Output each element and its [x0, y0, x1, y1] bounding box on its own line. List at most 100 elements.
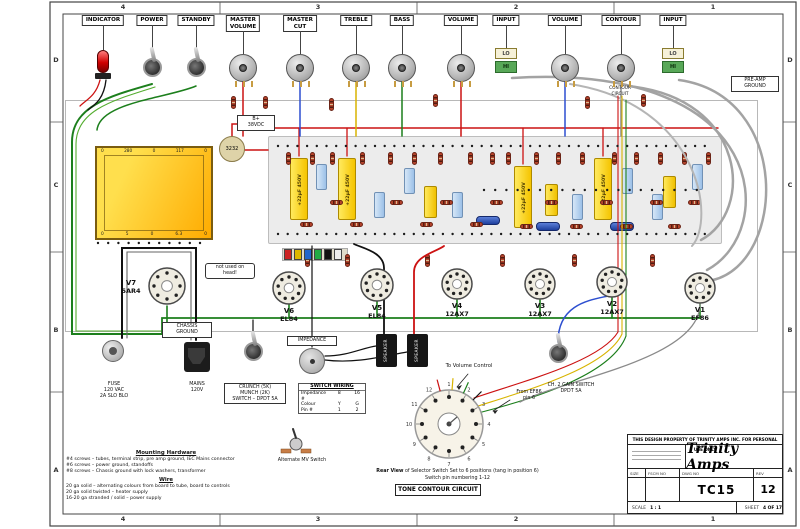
rev-label: REV: [756, 471, 764, 476]
pilot-base: [95, 73, 111, 79]
panel-label-input-2: INPUT: [659, 15, 687, 26]
iec-mains-inlet: [184, 342, 210, 372]
construction-notes: Mounting Hardware #4 screws – tubes, ter…: [66, 450, 266, 502]
knob-bass: [388, 54, 416, 87]
knob-master-cut: [286, 54, 314, 87]
switch-wiring-title: SWITCH WIRING: [299, 384, 365, 391]
solder-lug: [573, 81, 575, 87]
solder-lug: [292, 81, 294, 87]
speaker-jack-label: SPEAKER: [384, 339, 389, 362]
solder-lug: [410, 81, 412, 87]
solder-lug: [394, 81, 396, 87]
label-lead-line: [673, 25, 674, 48]
label-lead-line: [300, 31, 301, 54]
panel-label-power: POWER: [136, 15, 168, 26]
bplus-label: B+ 38VDC: [237, 115, 275, 131]
grid-col-label: 1: [710, 3, 716, 11]
solder-lug: [348, 81, 350, 87]
model-number: TC15: [680, 478, 754, 501]
solder-lug: [621, 81, 623, 87]
speaker-jack-label: SPEAKER: [415, 339, 420, 362]
solder-lug: [402, 81, 404, 87]
impedance-selector: [299, 348, 325, 374]
solder-lug: [557, 81, 559, 87]
not-used-note: not used on head!: [205, 263, 255, 279]
ch2-gain-switch: [549, 332, 568, 363]
can-capacitor: 3232: [219, 136, 245, 162]
brand-logo: Trinity Amps: [686, 440, 739, 473]
grid-col-label: 3: [315, 3, 321, 11]
grid-row-label: B: [787, 326, 793, 334]
solder-lug: [461, 81, 463, 87]
label-lead-line: [356, 25, 357, 54]
wire-notes-list: 20 ga solid – alternating colours from b…: [66, 484, 266, 502]
label-lead-line: [243, 31, 244, 54]
label-lead-line: [621, 25, 622, 54]
sheet-value: 4 OF 17: [763, 505, 782, 511]
switch-lever: [193, 46, 201, 63]
solder-lug: [565, 81, 567, 87]
impedance-label: IMPEDANCE: [287, 336, 337, 346]
notes-hardware-title: Mounting Hardware: [135, 450, 197, 456]
solder-lug: [469, 81, 471, 87]
preamp-ground-label: PRE-AMP GROUND: [731, 76, 779, 92]
switch-wiring-cell: 1: [337, 407, 341, 413]
title-footer-row: SCALE 1 : 1 SHEET 4 OF 17: [628, 502, 782, 514]
chassis-ground-label: CHASSIS GROUND: [162, 322, 212, 338]
knob-master-volume: [229, 54, 257, 87]
knob-shaft: [617, 64, 625, 72]
grid-col-label: 4: [120, 3, 126, 11]
input-jack-lo: LO: [662, 48, 684, 59]
input-jack-hi: HI: [495, 61, 517, 73]
crunch-munch-switch: [244, 330, 263, 361]
solder-lug: [453, 81, 455, 87]
title-header-row: SIZE FSCM NO DWG NO REV: [628, 469, 782, 478]
ch2-gain-label: CH. 2 GAIN SWITCH DPDT 5A: [547, 383, 595, 394]
knob-contour: [607, 54, 635, 87]
knob-shaft: [561, 64, 569, 72]
crunch-munch-label: CRUNCH (5K) MUNCH (2K) SWITCH – DPDT 5A: [224, 383, 286, 405]
speaker-jack-1: SPEAKER: [376, 334, 397, 367]
panel-label-input-1: INPUT: [492, 15, 520, 26]
panel-label-contour: CONTOUR: [601, 15, 641, 26]
notes-wire-title: Wire: [158, 477, 174, 483]
rear-view-note: Rear View of Selector Switch Set to 6 po…: [350, 469, 565, 475]
selector-shaft: [310, 359, 315, 364]
label-lead-line: [461, 25, 462, 54]
panel-label-volume-1: VOLUME: [443, 15, 479, 26]
panel-label-treble: TREBLE: [340, 15, 372, 26]
knob-shaft: [352, 64, 360, 72]
fuse-label: FUSE 120 VAC 2A SLO BLO: [99, 382, 129, 399]
speaker-jack-2: SPEAKER: [407, 334, 428, 367]
note-line: #8 screws – Chassis ground with lock was…: [66, 469, 206, 474]
grid-col-label: 2: [513, 515, 519, 523]
to-volume-note: To Volume Control: [445, 363, 493, 369]
title-main-row: TC15 12: [628, 478, 782, 502]
solder-lug: [300, 81, 302, 87]
switch-standby: [187, 46, 206, 77]
scale-value: 1 : 1: [650, 505, 662, 511]
switch-lever: [149, 46, 157, 63]
grid-row-label: A: [787, 466, 793, 474]
dwg-label: DWG NO: [680, 469, 754, 477]
switch-wiring-cell: 8: [337, 391, 341, 396]
switch-wiring-cell: Impedance #: [301, 391, 327, 402]
pilot-jewel: [97, 50, 109, 73]
knob-shaft: [457, 64, 465, 72]
grid-row-label: C: [787, 181, 793, 189]
grid-col-label: 2: [513, 3, 519, 11]
knob-volume-2: [551, 54, 579, 87]
iec-socket: [188, 348, 205, 364]
panel-label-master-volume: MASTER VOLUME: [225, 15, 261, 32]
sheet-label: SHEET: [744, 505, 760, 511]
grid-row-label: D: [53, 56, 59, 64]
grid-col-label: 4: [120, 515, 126, 523]
input-jack-lo: LO: [495, 48, 517, 59]
title-block: THIS DESIGN PROPERTY OF TRINITY AMPS INC…: [627, 434, 783, 514]
fuse-holder: [102, 340, 124, 362]
